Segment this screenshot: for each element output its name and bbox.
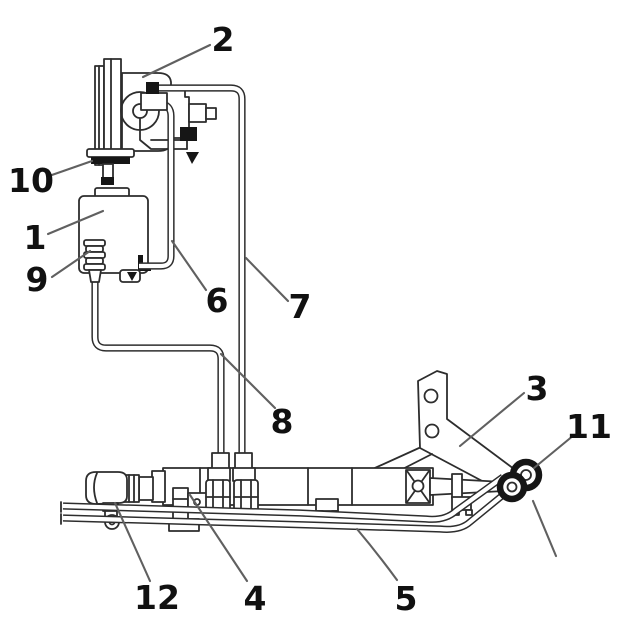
leader-line [47, 159, 94, 178]
reservoir-outlet-fitting [119, 269, 141, 283]
leader-line [458, 391, 526, 448]
callout-label: 7 [289, 287, 312, 326]
callout-10: 10 [8, 159, 94, 200]
callout-label: 11 [566, 407, 612, 446]
hose-clamp [146, 82, 159, 94]
callout-label: 2 [212, 20, 235, 59]
filler-cap [86, 148, 135, 185]
bracket-hole-upper [423, 388, 439, 404]
callout-label: 8 [271, 402, 294, 441]
banjo-fittings [496, 458, 558, 558]
pump-shaft-stub [188, 103, 207, 123]
callouts: 2 10 1 9 6 7 8 3 [8, 20, 612, 618]
leader-line [355, 527, 399, 582]
inner-tie-rod-joint [405, 469, 431, 504]
leader-line [188, 493, 249, 583]
leader-line [141, 43, 212, 79]
callout-7: 7 [244, 256, 312, 326]
boot [138, 476, 154, 501]
callout-label: 1 [24, 218, 47, 257]
callout-5: 5 [355, 527, 418, 618]
callout-label: 4 [244, 579, 267, 618]
callout-6: 6 [170, 239, 229, 320]
hose-8 [91, 279, 225, 463]
leader-line [46, 209, 105, 236]
pump-assembly [94, 58, 199, 166]
bracket-hole-lower [424, 423, 440, 439]
leader-line [170, 239, 208, 292]
mounting-bracket [365, 370, 515, 492]
leader-line [113, 501, 152, 583]
housing-end-cap [151, 470, 166, 503]
gear-line-fittings [205, 452, 259, 513]
callout-label: 3 [526, 369, 549, 408]
callout-1: 1 [24, 209, 105, 257]
callout-4: 4 [188, 493, 267, 618]
callout-9: 9 [26, 249, 92, 299]
leader-line [219, 352, 277, 410]
callout-8: 8 [219, 352, 294, 441]
pressure-return-lines [60, 474, 517, 533]
leader-line [532, 433, 576, 470]
callout-2: 2 [141, 20, 235, 79]
callout-3: 3 [458, 369, 549, 448]
callout-label: 5 [395, 579, 418, 618]
callout-label: 6 [206, 281, 229, 320]
callout-label: 12 [134, 578, 180, 617]
callout-12: 12 [113, 501, 180, 617]
leader-line [244, 256, 290, 303]
callout-label: 9 [26, 260, 49, 299]
callout-11: 11 [532, 407, 612, 470]
leader-line [50, 249, 92, 279]
reservoir-strainer [83, 239, 106, 283]
pump-outlet-fitting [140, 82, 217, 123]
leader-line-2 [531, 499, 558, 558]
callout-label: 10 [8, 161, 54, 200]
hose-7 [154, 84, 246, 463]
